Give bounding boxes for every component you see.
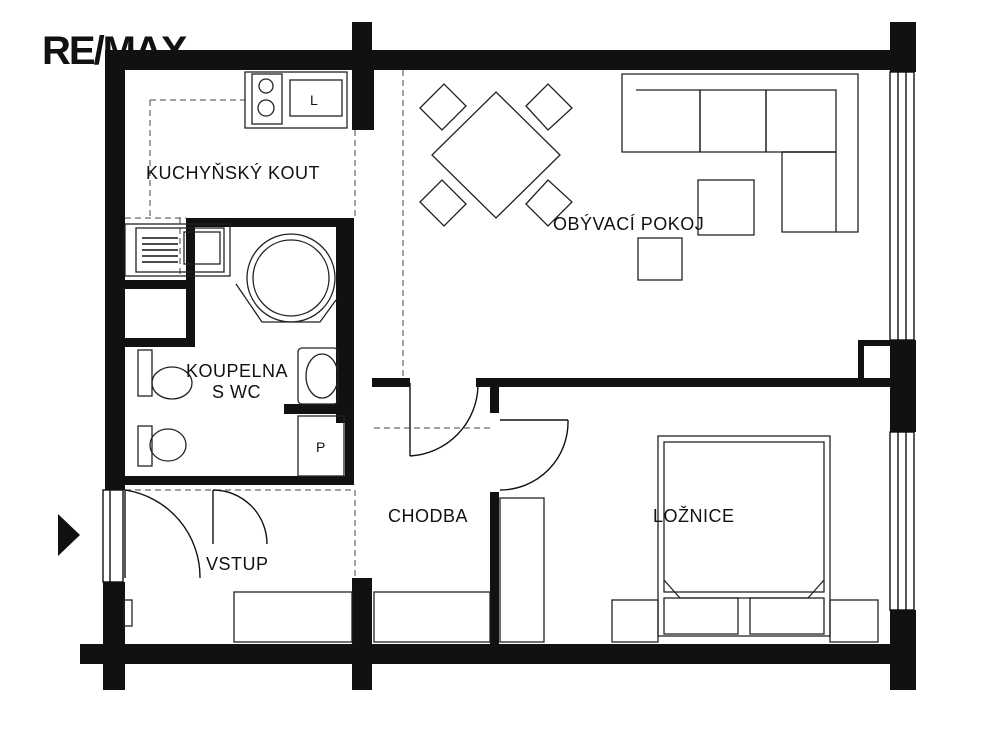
windows [102,71,915,611]
room-label-living: OBÝVACÍ POKOJ [553,214,704,234]
room-label-entry: VSTUP [206,554,269,574]
room-label-hall: CHODBA [388,506,468,526]
fridge-mark: L [310,92,318,108]
room-label-bath-line1: KOUPELNA [186,361,288,381]
washbasin-icon [297,347,339,405]
entry-wardrobe [233,591,353,643]
armchair [637,237,683,281]
sink-icon [135,227,225,273]
room-label-bath-line2: S WC [212,382,261,402]
entry-arrow-icon [58,514,80,556]
nightstand-left [611,599,659,643]
toilet-icon [137,349,193,400]
fridge: L [289,79,343,117]
kitchen-counter [124,71,348,277]
pantry-mark: P [316,439,325,455]
hall-cabinet [373,591,491,643]
room-label-kitchen: KUCHYŇSKÝ KOUT [146,163,320,183]
nightstand-right [829,599,879,643]
corner-sofa [621,73,859,233]
hall-wardrobe [499,497,545,643]
bidet-icon [137,425,187,467]
doors [124,383,569,579]
coffee-table [697,179,755,236]
entry-switch [123,599,133,627]
exterior-walls [80,22,916,690]
interior-walls [125,70,890,644]
room-label-bedroom: LOŽNICE [653,506,735,526]
opening-lines [125,70,490,578]
dining-table [419,83,573,227]
pantry: P [297,415,345,477]
double-bed [657,435,831,637]
stove-icon [251,73,283,125]
shower-icon [235,233,337,323]
